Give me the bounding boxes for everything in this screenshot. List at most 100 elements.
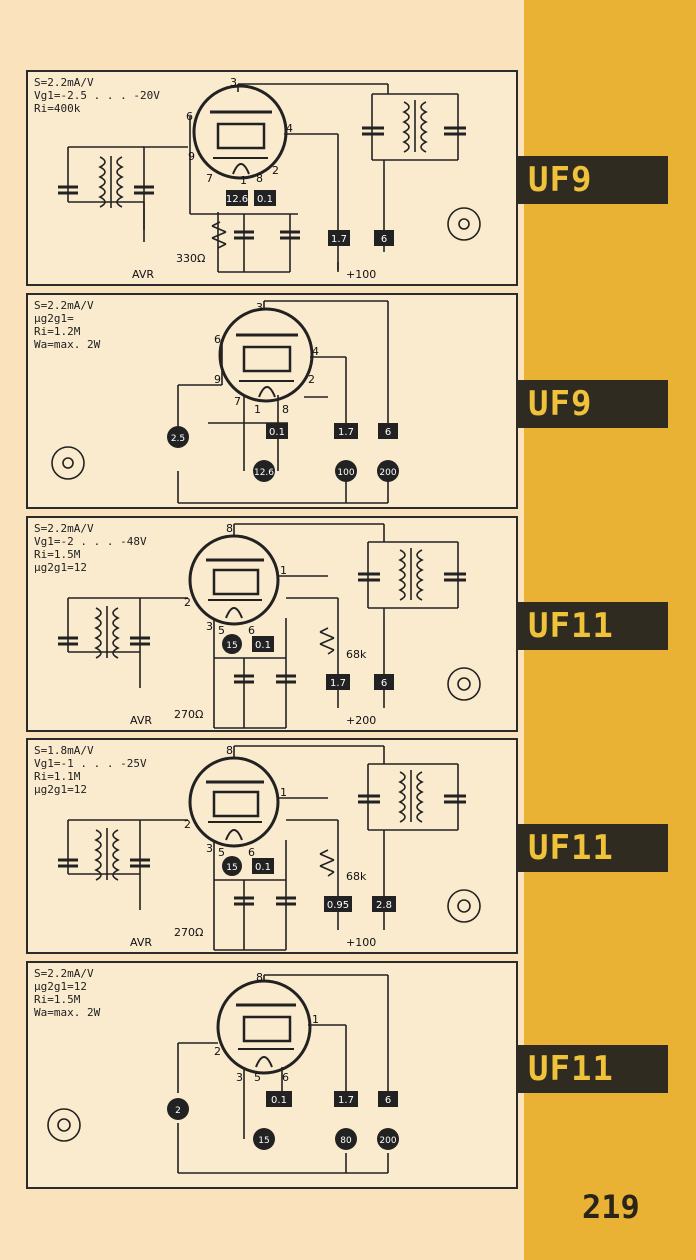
circuit-diagram-3: 8 1 2 3 5 6 68k 270Ω AVR +200 0.1 1.7 6 … (58, 522, 481, 729)
pin-label: 8 (226, 522, 233, 535)
param-line: Ri=1.2M (34, 325, 81, 338)
value-box: 1.7 (330, 678, 346, 689)
value-circle: 15 (258, 1136, 269, 1146)
param-line: µg2g1=12 (34, 561, 87, 574)
value-box: 6 (385, 1095, 391, 1106)
schematic-panel-1: S=2.2mA/V Vg1=-2.5 . . . -20V Ri=400k (26, 70, 518, 286)
pin-label: 8 (282, 403, 289, 416)
schematic-panel-2: S=2.2mA/V µg2g1= Ri=1.2M Wa=max. 2W (26, 293, 518, 509)
schematic-panel-3: S=2.2mA/V Vg1=-2 . . . -48V Ri=1.5M µg2g… (26, 516, 518, 732)
pin-label: 6 (214, 333, 221, 346)
param-line: Ri=1.1M (34, 770, 81, 783)
pin-label: 3 (206, 620, 213, 633)
value-box: 1.7 (338, 1095, 354, 1106)
value-box: 2.8 (376, 900, 392, 911)
circuit-diagram-4: 8 1 2 3 5 6 68k 270Ω AVR +100 0.1 0.95 2… (58, 744, 481, 951)
tube-tab-uf11-2: UF11 (518, 824, 668, 872)
value-circle: 15 (226, 641, 237, 651)
value-box: 6 (381, 234, 387, 245)
pin-label: 1 (280, 564, 287, 577)
param-line: µg2g1=12 (34, 783, 87, 796)
pin-label: 3 (230, 76, 237, 89)
pin-label: 9 (188, 150, 195, 163)
param-line: S=2.2mA/V (34, 967, 94, 980)
value-circle: 100 (337, 468, 354, 478)
value-circle: 80 (340, 1136, 352, 1146)
pin-label: 5 (254, 1071, 261, 1084)
pin-label: 6 (282, 1071, 289, 1084)
param-line: S=2.2mA/V (34, 522, 94, 535)
supply-label: +100 (346, 268, 376, 281)
pin-label: 2 (214, 1045, 221, 1058)
panel-5-parameters: S=2.2mA/V µg2g1=12 Ri=1.5M Wa=max. 2W (34, 967, 100, 1019)
value-box: 1.7 (338, 427, 354, 438)
avr-label: AVR (130, 714, 152, 727)
value-circle: 2 (175, 1106, 181, 1116)
tube-tab-uf9-1: UF9 (518, 156, 668, 204)
value-box: 0.1 (269, 427, 285, 438)
pin-label: 5 (218, 624, 225, 637)
param-line: Ri=1.5M (34, 993, 81, 1006)
supply-label: +200 (346, 714, 376, 727)
param-line: Wa=max. 2W (34, 338, 101, 351)
value-box: 6 (381, 678, 387, 689)
supply-label: +100 (346, 936, 376, 949)
pin-label: 1 (254, 403, 261, 416)
pin-label: 8 (226, 744, 233, 757)
param-line: Wa=max. 2W (34, 1006, 101, 1019)
value-circle: 12.6 (254, 468, 274, 478)
pin-label: 4 (312, 345, 319, 358)
pin-label: 2 (184, 818, 191, 831)
pin-label: 6 (248, 846, 255, 859)
resistor-label: 270Ω (174, 708, 203, 721)
param-line: µg2g1=12 (34, 980, 87, 993)
panel-2-parameters: S=2.2mA/V µg2g1= Ri=1.2M Wa=max. 2W (34, 299, 100, 351)
avr-label: AVR (132, 268, 154, 281)
pin-label: 2 (272, 164, 279, 177)
circuit-diagram-5: 8 1 2 3 5 6 0.1 1.7 6 2 15 80 200 (47, 971, 399, 1174)
param-line: Vg1=-2 . . . -48V (34, 535, 147, 548)
resistor-label: 68k (346, 870, 367, 883)
value-box: 0.1 (271, 1095, 287, 1106)
pin-label: 5 (218, 846, 225, 859)
pin-label: 3 (236, 1071, 243, 1084)
value-box: 0.95 (327, 900, 349, 911)
panel-1-parameters: S=2.2mA/V Vg1=-2.5 . . . -20V Ri=400k (34, 76, 160, 115)
value-circle: 200 (379, 468, 396, 478)
param-line: S=2.2mA/V (34, 76, 94, 89)
resistor-label: 330Ω (176, 252, 205, 265)
tube-envelope (192, 84, 288, 180)
page-number: 219 (582, 1188, 640, 1226)
value-circle: 200 (379, 1136, 396, 1146)
value-box: 0.1 (257, 194, 273, 205)
value-circle: 2.5 (171, 434, 185, 444)
tube-tab-uf11-3: UF11 (518, 1045, 668, 1093)
param-line: µg2g1= (34, 312, 74, 325)
param-line: S=2.2mA/V (34, 299, 94, 312)
resistor-label: 270Ω (174, 926, 203, 939)
pin-label: 6 (248, 624, 255, 637)
pin-label: 3 (256, 301, 263, 314)
pin-label: 1 (312, 1013, 319, 1026)
param-line: Ri=1.5M (34, 548, 81, 561)
pin-label: 2 (308, 373, 315, 386)
pin-label: 9 (214, 373, 221, 386)
resistor-label: 68k (346, 648, 367, 661)
pin-label: 8 (256, 971, 263, 984)
pin-label: 1 (240, 174, 247, 187)
pin-label: 3 (206, 842, 213, 855)
pin-label: 8 (256, 172, 263, 185)
param-line: Vg1=-1 . . . -25V (34, 757, 147, 770)
circuit-diagram-1: 3 6 4 9 7 8 2 1 330Ω AVR +100 12.6 0.1 1… (58, 76, 481, 281)
schematic-panel-5: S=2.2mA/V µg2g1=12 Ri=1.5M Wa=max. 2W (26, 961, 518, 1189)
value-box: 0.1 (255, 640, 271, 651)
param-line: S=1.8mA/V (34, 744, 94, 757)
circuit-diagram-2: 3 6 4 9 7 1 8 2 0.1 1.7 6 2.5 12.6 100 2… (51, 300, 399, 504)
pin-label: 7 (206, 172, 213, 185)
value-box: 0.1 (255, 862, 271, 873)
pin-label: 2 (184, 596, 191, 609)
pin-label: 1 (280, 786, 287, 799)
value-box: 6 (385, 427, 391, 438)
param-line: Ri=400k (34, 102, 81, 115)
pin-label: 4 (286, 122, 293, 135)
